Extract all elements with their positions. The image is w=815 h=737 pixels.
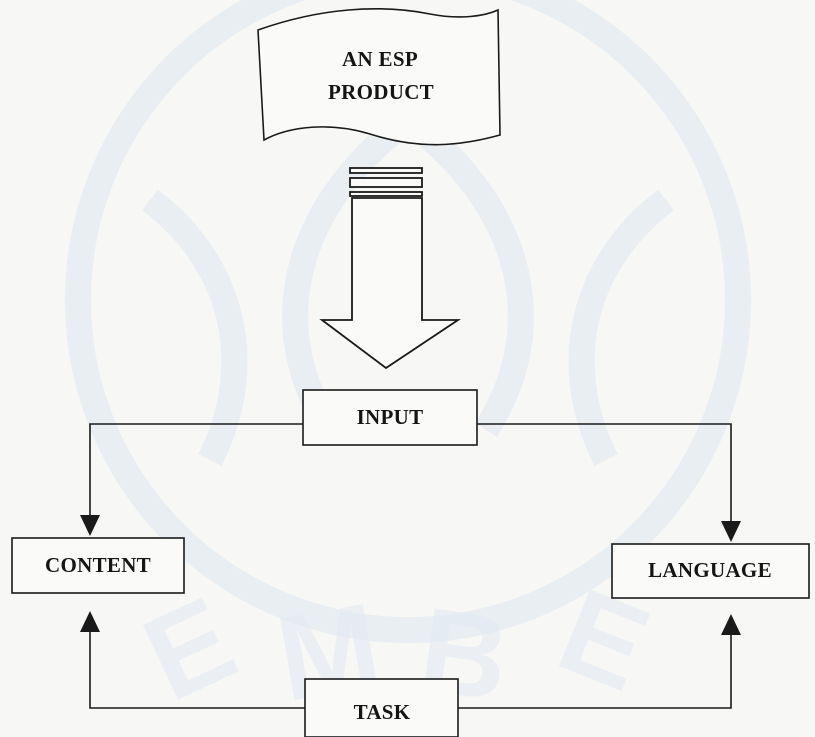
content-label: CONTENT	[45, 553, 151, 577]
language-node: LANGUAGE	[611, 543, 810, 599]
task-node: TASK	[304, 678, 459, 737]
content-box	[11, 537, 185, 594]
input-node: INPUT	[302, 389, 478, 446]
arrowhead-task-to-language	[721, 614, 741, 635]
connector-input-to-language	[477, 423, 732, 525]
language-label: LANGUAGE	[648, 558, 772, 582]
input-box	[302, 389, 478, 446]
stacked-bar-1	[349, 167, 423, 174]
arrowhead-task-to-content	[80, 611, 100, 632]
content-node: CONTENT	[11, 537, 185, 594]
task-label: TASK	[354, 700, 411, 724]
arrowhead-to-language	[721, 521, 741, 542]
stacked-bars	[349, 167, 423, 197]
connector-task-to-language	[458, 628, 732, 709]
stacked-bar-3	[349, 191, 423, 197]
source-document-shape	[257, 8, 501, 146]
stacked-bar-2	[349, 177, 423, 188]
source-label-line-2: PRODUCT	[328, 80, 434, 104]
source-label-line-1: AN ESP	[342, 47, 418, 71]
connector-input-to-content	[89, 423, 303, 528]
input-label: INPUT	[357, 405, 424, 429]
task-box	[304, 678, 459, 737]
arrowhead-to-content	[80, 515, 100, 536]
watermark-emblem: E M B E	[65, 0, 751, 727]
connector-task-to-content	[89, 625, 305, 709]
language-box	[611, 543, 810, 599]
hollow-down-arrow	[319, 197, 461, 370]
source-document-node: AN ESP PRODUCT	[257, 8, 501, 146]
